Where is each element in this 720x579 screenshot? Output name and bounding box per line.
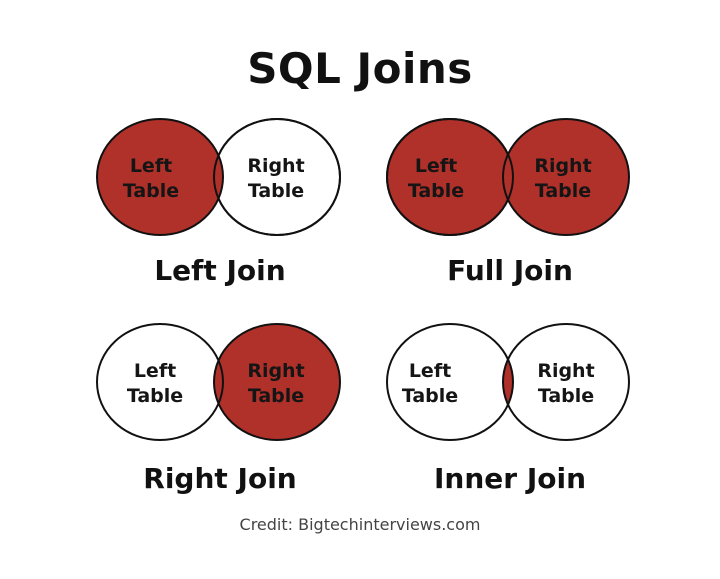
right-table-circle [503, 324, 629, 440]
right-table-circle [502, 118, 630, 236]
left-table-circle [97, 119, 223, 235]
full-join-diagram: Left Table Right Table [386, 118, 630, 236]
right-table-label-2: Table [538, 385, 594, 407]
left-table-circle [97, 324, 223, 440]
right-join-diagram: Left Table Right Table [96, 323, 341, 441]
right-table-label-1: Right [534, 155, 591, 177]
right-table-label-2: Table [535, 180, 591, 202]
right-table-label-2: Table [248, 180, 304, 202]
left-table-label-2: Table [123, 180, 179, 202]
right-table-circle [214, 324, 340, 440]
full-join-caption: Full Join [447, 254, 573, 287]
left-table-label-1: Left [130, 155, 172, 177]
right-join-caption: Right Join [143, 462, 297, 495]
right-table-label-1: Right [247, 360, 304, 382]
left-table-label-1: Left [134, 360, 176, 382]
inner-join-caption: Inner Join [433, 462, 587, 495]
left-join-diagram: Left Table Right Table [96, 118, 341, 236]
inner-join-diagram: Left Table Right Table [386, 323, 630, 441]
left-table-circle [387, 324, 513, 440]
left-table-label-2: Table [127, 385, 183, 407]
page-title: SQL Joins [247, 44, 473, 93]
left-table-label-1: Left [415, 155, 457, 177]
credit-text: Credit: Bigtechinterviews.com [239, 515, 481, 534]
left-table-label-1: Left [409, 360, 451, 382]
left-table-label-2: Table [408, 180, 464, 202]
right-table-label-1: Right [537, 360, 594, 382]
left-table-label-2: Table [402, 385, 458, 407]
right-table-label-1: Right [247, 155, 304, 177]
left-join-caption: Left Join [154, 254, 286, 287]
right-table-label-2: Table [248, 385, 304, 407]
